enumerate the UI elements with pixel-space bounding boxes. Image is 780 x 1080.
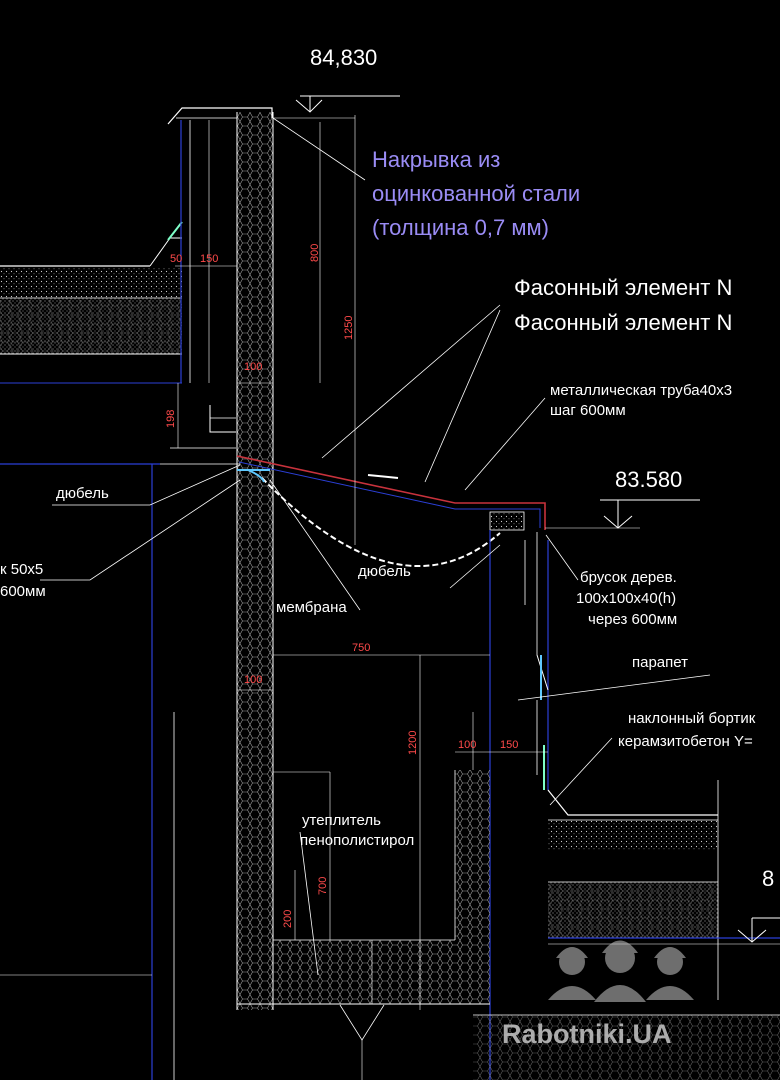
wood-bar-label-2: 100х100х40(h) [576, 590, 676, 607]
wood-bar [489, 511, 525, 531]
callout-line-1: Накрывка из [372, 147, 500, 172]
dim-100-mid: 100 [244, 674, 262, 686]
dim-1200: 1200 [407, 731, 419, 755]
wood-bar-label-1: брусок дерев. [580, 569, 677, 586]
dim-198: 198 [165, 410, 177, 428]
dim-50: 50 [170, 253, 182, 265]
dim-1250: 1250 [343, 316, 355, 340]
angle-label-1: к 50х5 [0, 561, 43, 578]
inner-structure-lines [0, 463, 240, 1080]
watermark-text: Rabotniki.UA [502, 1019, 672, 1049]
sloped-cap [236, 455, 546, 568]
wall-bracket [170, 405, 236, 449]
elevation-right-label: 8 [762, 866, 774, 891]
callout-line-3: (толщина 0,7 мм) [372, 215, 549, 240]
dimension-lines [175, 115, 548, 1010]
leader-lines [40, 117, 711, 976]
pipe-label-1: металлическая труба40х3 [550, 382, 732, 399]
dim-700: 700 [317, 877, 329, 895]
elevation-marker-top [273, 95, 400, 119]
three-workers-hardhat-icon [548, 940, 694, 1002]
wood-bar-label-3: через 600мм [588, 611, 677, 628]
left-roof-assembly [0, 221, 183, 384]
dim-100-right: 100 [458, 739, 476, 751]
dim-750: 750 [352, 642, 370, 654]
slope-label-2: керамзитобетон Y= [618, 733, 753, 750]
dowel-center-label: дюбель [358, 563, 411, 580]
elevation-marker-right [737, 917, 780, 943]
dowel-left-label: дюбель [56, 485, 109, 502]
callout-line-2: оцинкованной стали [372, 181, 580, 206]
angle-label-2: 600мм [0, 583, 46, 600]
shaped-element-label-2: Фасонный элемент N [514, 310, 732, 335]
elevation-top-label: 84,830 [310, 45, 377, 70]
dim-200: 200 [282, 910, 294, 928]
elevation-marker-mid [545, 499, 700, 529]
membrane-label: мембрана [276, 599, 347, 616]
dim-100-top: 100 [244, 361, 262, 373]
shaped-element-label-1: Фасонный элемент N [514, 275, 732, 300]
dim-800: 800 [309, 244, 321, 262]
pipe-label-2: шаг 600мм [550, 402, 626, 419]
parapet-wall [167, 107, 274, 1010]
parapet-label: парапет [632, 654, 688, 671]
right-parapet-stack [489, 530, 549, 1080]
insulation-label-2: пенополистирол [300, 832, 414, 849]
slope-label-1: наклонный бортик [628, 710, 756, 727]
insulation-block [237, 712, 780, 1080]
dim-150-right: 150 [500, 739, 518, 751]
insulation-label-1: утеплитель [302, 812, 381, 829]
dim-150-left: 150 [200, 253, 218, 265]
right-roof-assembly [547, 780, 780, 1000]
elevation-mid-label: 83.580 [615, 467, 682, 492]
